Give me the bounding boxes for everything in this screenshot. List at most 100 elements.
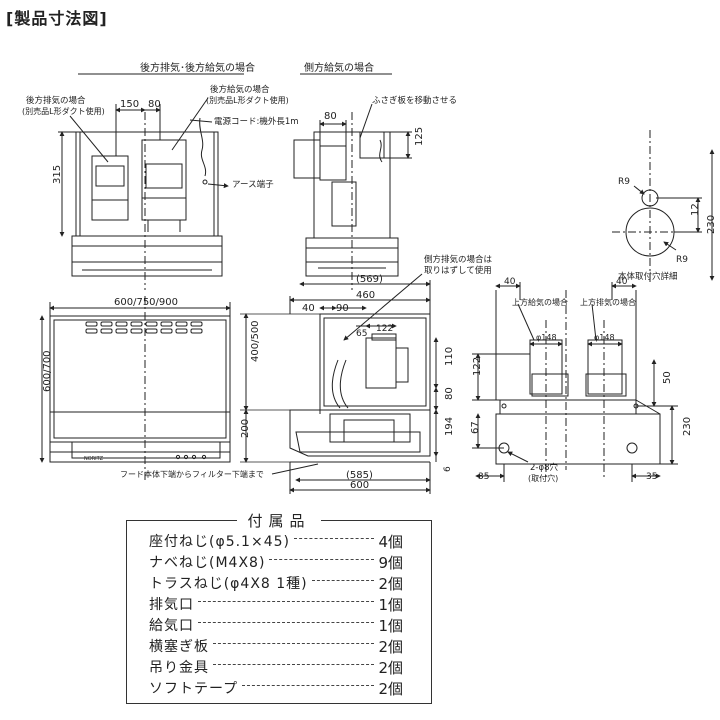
dim-rear-122: 122 xyxy=(472,357,483,376)
dim-side-200: 200 xyxy=(240,419,251,438)
dim-side-40: 40 xyxy=(302,303,315,314)
accessories-heading: 付属品 xyxy=(237,512,321,530)
vent-slot xyxy=(190,321,203,327)
accessory-row: 座付ねじ(φ5.1×45) 4個 xyxy=(149,531,403,551)
note-side-exhaust-2: 取りはずして使用 xyxy=(424,265,492,276)
front-vents xyxy=(85,321,203,334)
accessory-name: 座付ねじ(φ5.1×45) xyxy=(149,534,290,550)
dim-6: 6 xyxy=(443,466,453,472)
rear-view-labels: 後方排気の場合 (別売品L形ダクト使用) 後方給気の場合 (別売品L形ダクト使用… xyxy=(22,84,299,190)
accessory-qty: 1個 xyxy=(378,616,403,635)
rear-view xyxy=(472,282,678,482)
svg-text:NORITZ: NORITZ xyxy=(84,456,104,462)
rear-view-heading: 後方排気･後方給気の場合 xyxy=(140,61,255,74)
rear-view-text: 40 40 上方給気の場合 上方排気の場合 φ148 φ148 122 50 6… xyxy=(470,277,693,483)
dim-rear-67: 67 xyxy=(470,421,481,434)
accessory-row: 給気口 1個 xyxy=(149,615,403,635)
label-mount-detail: 本体取付穴詳細 xyxy=(618,271,678,282)
accessory-qty: 2個 xyxy=(378,679,403,698)
vent-slot xyxy=(175,321,188,327)
dim-side-122: 122 xyxy=(376,324,393,334)
accessory-name: ナベねじ(M4X8) xyxy=(149,555,266,571)
dim-side-600: 600 xyxy=(350,480,369,491)
dim-585: (585) xyxy=(346,470,373,481)
vent-slot xyxy=(175,328,188,334)
dim-12: 12 xyxy=(690,203,701,216)
accessory-row: トラスねじ(φ4X8 1種) 2個 xyxy=(149,573,403,593)
accessory-qty: 2個 xyxy=(378,637,403,656)
vent-slot xyxy=(145,321,158,327)
vent-slot xyxy=(115,328,128,334)
accessory-qty: 9個 xyxy=(378,553,403,572)
label-upper-exhaust: 上方排気の場合 xyxy=(580,297,636,307)
vent-slot xyxy=(85,328,98,334)
dim-400-500: 400/500 xyxy=(250,320,261,362)
front-view-labels: 600/750/900 600/700 xyxy=(42,297,178,392)
dim-194: 194 xyxy=(444,417,455,436)
accessory-name: トラスねじ(φ4X8 1種) xyxy=(149,576,308,592)
accessory-qty: 4個 xyxy=(378,532,403,551)
radius-bottom: R9 xyxy=(676,255,688,265)
dim-65: 65 xyxy=(356,329,367,339)
side-intake-labels: ふさぎ板を移動させる 80 125 xyxy=(324,95,457,146)
vent-slot xyxy=(145,328,158,334)
dim-side-80: 80 xyxy=(324,111,337,122)
dim-80: 80 xyxy=(148,99,161,110)
dim-rear-35-right: 35 xyxy=(646,472,657,482)
dim-460: 460 xyxy=(356,290,375,301)
page-title: [製品寸法図] xyxy=(6,9,108,28)
rear-exhaust-view: 後方排気･後方給気の場合 xyxy=(58,61,255,290)
vent-slot xyxy=(160,328,173,334)
dim-front-height: 600/700 xyxy=(42,350,53,392)
accessory-name: 排気口 xyxy=(149,597,194,613)
label-rear-intake: 後方給気の場合 xyxy=(210,84,270,95)
dim-side-125: 125 xyxy=(414,127,425,146)
accessory-name: 横塞ぎ板 xyxy=(149,639,209,655)
vent-slot xyxy=(115,321,128,327)
accessories-box: 付属品 座付ねじ(φ5.1×45) 4個 ナベねじ(M4X8) 9個 トラスねじ(φ… xyxy=(126,512,432,704)
dim-rear-40-left: 40 xyxy=(504,277,516,287)
dia-right: φ148 xyxy=(594,333,615,342)
label-holes-sub: (取付穴) xyxy=(528,473,558,483)
label-upper-intake: 上方給気の場合 xyxy=(512,297,568,307)
dim-rear-230: 230 xyxy=(682,417,693,436)
accessory-row: 排気口 1個 xyxy=(149,594,403,614)
vent-slot xyxy=(190,328,203,334)
front-view: NORITZ xyxy=(39,296,231,480)
radius-top: R9 xyxy=(618,177,630,187)
accessory-row: 横塞ぎ板 2個 xyxy=(149,636,403,656)
label-rear-intake-sub: (別売品L形ダクト使用) xyxy=(206,95,289,105)
vent-slot xyxy=(100,321,113,327)
dim-rear-35-left: 35 xyxy=(478,472,489,482)
accessory-name: 給気口 xyxy=(149,618,194,634)
accessory-qty: 1個 xyxy=(378,595,403,614)
mounting-hole-labels: R9 R9 12 230 本体取付穴詳細 xyxy=(618,177,717,282)
label-earth-terminal: アース端子 xyxy=(232,179,274,190)
dim-front-width: 600/750/900 xyxy=(114,297,178,308)
label-filter-distance: フード本体下端からフィルター下端まで xyxy=(120,469,264,479)
side-intake-heading: 側方給気の場合 xyxy=(304,61,374,74)
label-rear-exhaust: 後方排気の場合 xyxy=(26,95,86,106)
vent-slot xyxy=(85,321,98,327)
dim-110: 110 xyxy=(444,347,455,366)
vent-slot xyxy=(130,328,143,334)
dim-315: 315 xyxy=(52,165,63,184)
accessory-qty: 2個 xyxy=(378,574,403,593)
accessory-name: ソフトテープ xyxy=(149,681,239,697)
label-rear-exhaust-sub: (別売品L形ダクト使用) xyxy=(22,106,105,116)
dim-side-80b: 80 xyxy=(444,387,455,400)
side-view xyxy=(240,273,439,494)
dim-rear-50: 50 xyxy=(662,371,673,384)
dim-569: (569) xyxy=(356,274,383,285)
dim-detail-230: 230 xyxy=(706,215,717,234)
side-intake-view: 側方給気の場合 xyxy=(293,61,412,290)
accessory-row: ソフトテープ 2個 xyxy=(149,678,403,698)
label-holes: 2-φ8穴 xyxy=(530,462,558,473)
label-power-cord: 電源コード:機外長1m xyxy=(214,116,299,127)
dim-side-90: 90 xyxy=(336,303,349,314)
accessory-name: 吊り金具 xyxy=(149,660,209,676)
dim-150: 150 xyxy=(120,99,139,110)
side-view-labels: 側方排気の場合は 取りはずして使用 (569) 460 40 90 65 122… xyxy=(120,254,493,491)
